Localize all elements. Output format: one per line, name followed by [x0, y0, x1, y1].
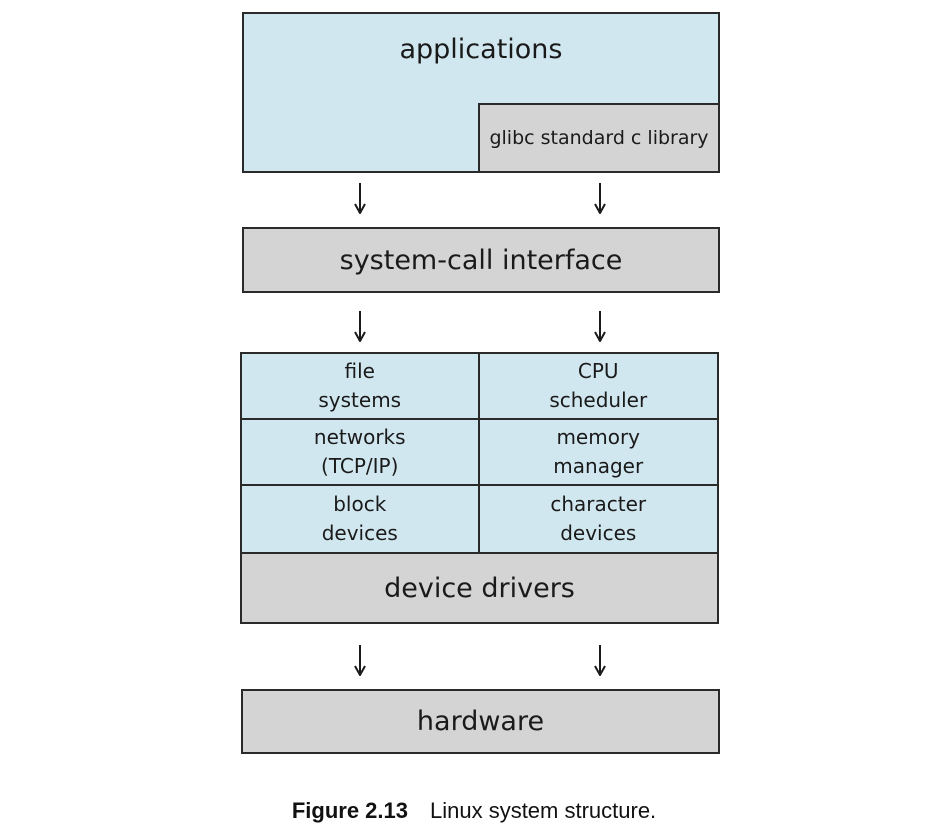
- hardware-box: hardware: [241, 689, 720, 754]
- arrow-down-icon: [354, 183, 366, 214]
- block-devices-cell: block devices: [242, 486, 480, 552]
- arrow-down-icon: [354, 645, 366, 676]
- figure-caption: Figure 2.13 Linux system structure.: [0, 798, 948, 824]
- figure-number: Figure 2.13: [291, 798, 408, 823]
- applications-label: applications: [399, 34, 563, 65]
- device-drivers-label: device drivers: [384, 572, 575, 604]
- system-call-interface-box: system-call interface: [242, 227, 720, 293]
- character-devices-cell: character devices: [550, 492, 647, 545]
- system-call-interface-label: system-call interface: [339, 244, 623, 276]
- file-systems-cell: file systems: [242, 354, 480, 420]
- arrow-down-icon: [594, 645, 606, 676]
- glibc-label: glibc standard c library: [489, 127, 709, 149]
- glibc-box: glibc standard c library: [478, 103, 720, 173]
- kernel-subsystems-grid: file systems CPU scheduler networks (TCP…: [240, 352, 719, 554]
- cpu-scheduler-cell: CPU scheduler: [479, 354, 717, 420]
- figure-caption-text: Linux system structure.: [429, 798, 657, 823]
- arrow-down-icon: [594, 183, 606, 214]
- hardware-label: hardware: [416, 706, 545, 737]
- networks-cell: networks (TCP/IP): [242, 420, 480, 486]
- arrow-down-icon: [354, 311, 366, 342]
- arrow-down-icon: [594, 311, 606, 342]
- device-drivers-box: device drivers: [240, 552, 719, 624]
- memory-manager-cell: memory manager: [479, 420, 717, 486]
